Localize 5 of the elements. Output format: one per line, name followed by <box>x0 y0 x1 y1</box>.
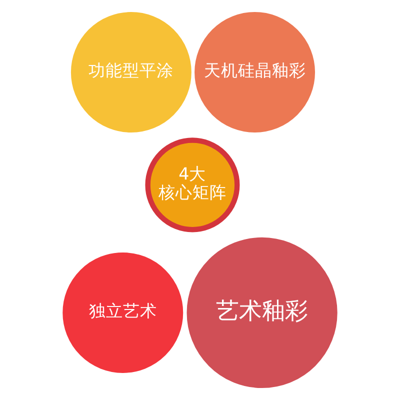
node-circle: 4大 核心矩阵 <box>145 138 240 232</box>
node-circle: 天机硅晶釉彩 <box>194 12 316 132</box>
node-circle: 艺术釉彩 <box>186 237 338 388</box>
node-circle: 独立艺术 <box>62 252 184 373</box>
node-circle: 功能型平涂 <box>70 12 192 132</box>
